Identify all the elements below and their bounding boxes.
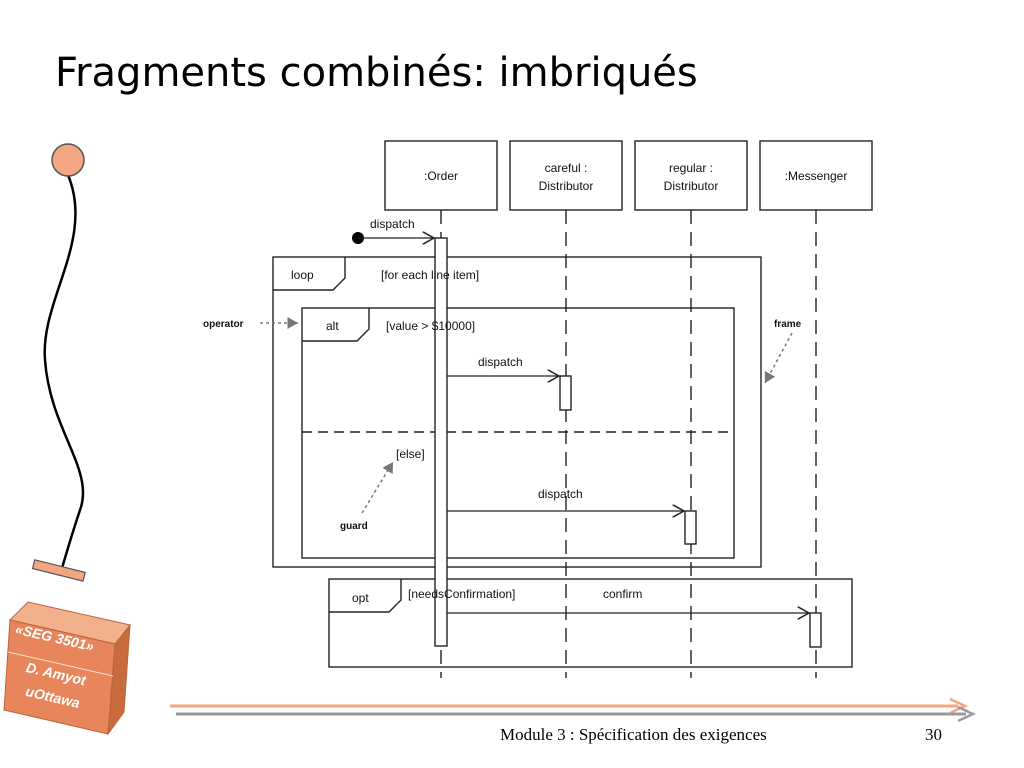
frame-pointer: [764, 332, 793, 384]
loop-operator-label: loop: [291, 268, 314, 282]
slide-title: Fragments combinés: imbriqués: [55, 50, 698, 96]
footer-arrow: [170, 697, 976, 723]
alt-guard-label: [value > $10000]: [386, 319, 475, 333]
message-dispatch-found-label: dispatch: [370, 217, 415, 231]
footer-module: Module 3 : Spécification des exigences: [500, 725, 767, 744]
pin-base-icon: [31, 559, 86, 582]
guard-annotation: guard: [340, 521, 368, 532]
else-guard-label: [else]: [396, 447, 425, 461]
activation-regular: [684, 510, 697, 545]
operator-annotation: operator: [203, 319, 244, 330]
activation-careful: [559, 375, 572, 411]
lifeline-careful-label-2: Distributor: [539, 179, 594, 193]
page-number: 30: [925, 725, 942, 744]
guard-pointer: [361, 461, 394, 514]
pin-head-icon: [51, 143, 85, 177]
alt-operator-label: alt: [326, 319, 339, 333]
opt-frame: [328, 578, 853, 668]
message-dispatch-regular-label: dispatch: [538, 487, 583, 501]
activation-order: [434, 237, 448, 647]
lifeline-regular-head: [634, 140, 748, 211]
lifeline-order-label: :Order: [424, 169, 458, 183]
course-badge: «SEG 3501» D. Amyot uOttawa: [3, 601, 131, 736]
activation-messenger: [809, 612, 822, 648]
lifeline-order-head: [384, 140, 498, 211]
opt-guard-label: [needsConfirmation]: [408, 587, 515, 601]
loop-frame: [272, 256, 762, 568]
sequence-diagram: [260, 140, 873, 678]
lifeline-careful-label-1: careful :: [545, 161, 588, 175]
lifeline-regular-label-2: Distributor: [664, 179, 719, 193]
diagram-labels: :Order careful : Distributor regular : D…: [203, 161, 847, 605]
pin-decoration: [31, 143, 86, 582]
frame-annotation: frame: [774, 319, 802, 330]
lifeline-careful-head: [509, 140, 623, 211]
message-confirm-label: confirm: [603, 587, 642, 601]
alt-frame: [301, 307, 735, 559]
lifeline-regular-label-1: regular :: [669, 161, 713, 175]
opt-operator-label: opt: [352, 591, 369, 605]
message-dispatch-careful-label: dispatch: [478, 355, 523, 369]
loop-guard-label: [for each line item]: [381, 268, 479, 282]
lifeline-messenger-label: :Messenger: [785, 169, 848, 183]
